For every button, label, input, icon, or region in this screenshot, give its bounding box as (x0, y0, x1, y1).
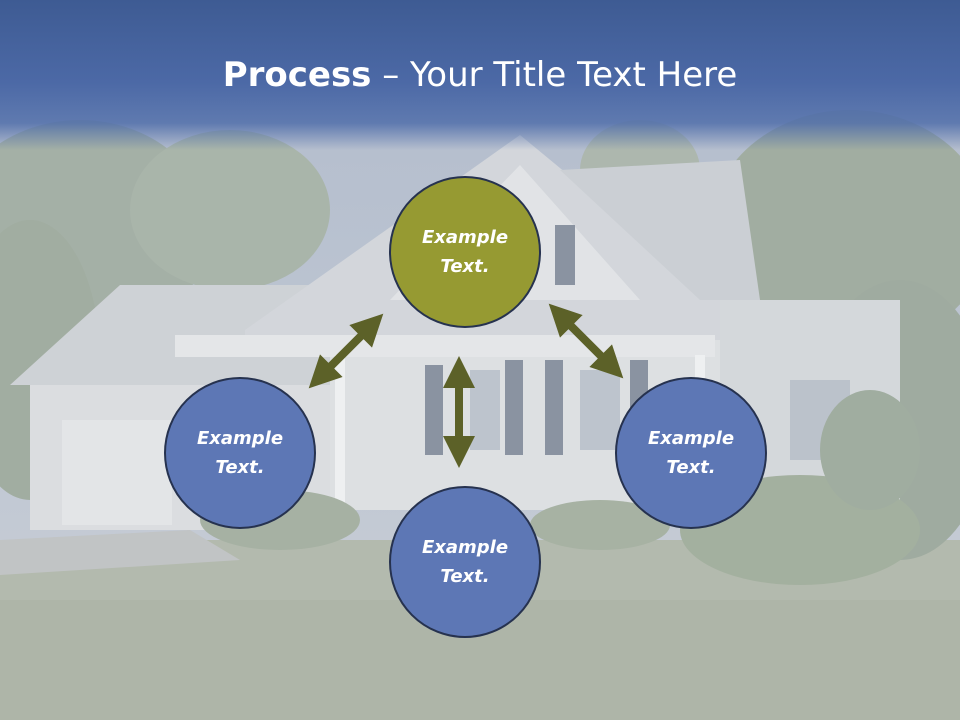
node-right-label: Example Text. (647, 428, 735, 478)
node-top-label: Example Text. (421, 227, 509, 277)
title-bold-word: Process (222, 55, 372, 95)
process-node-top: Example Text. (389, 176, 541, 328)
arrow-top-left (308, 313, 384, 389)
arrow-top-right (548, 303, 624, 379)
title-band (0, 0, 960, 150)
title-rest: – Your Title Text Here (371, 55, 738, 95)
process-node-bottom: Example Text. (389, 486, 541, 638)
process-node-left: Example Text. (164, 377, 316, 529)
slide-title: Process – Your Title Text Here (0, 50, 960, 100)
node-left-label: Example Text. (196, 428, 284, 478)
process-node-right: Example Text. (615, 377, 767, 529)
node-bottom-label: Example Text. (421, 537, 509, 587)
